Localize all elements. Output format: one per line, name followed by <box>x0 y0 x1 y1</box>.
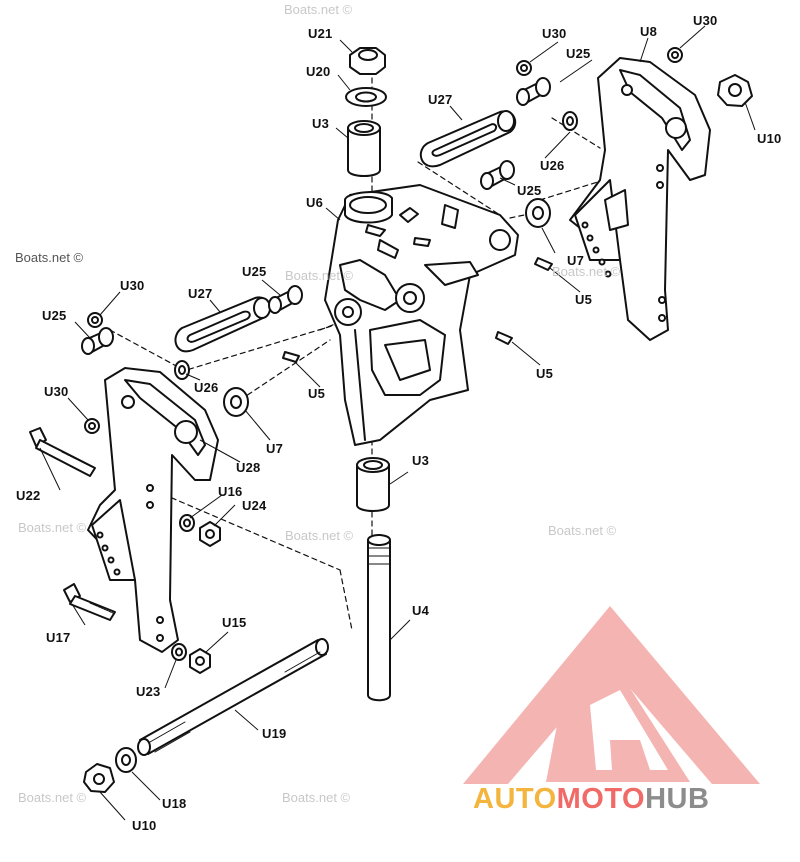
callout-u26-top: U26 <box>540 158 565 173</box>
nut-u10-right <box>717 74 753 107</box>
washer-u20 <box>345 87 387 107</box>
callout-u4: U4 <box>412 603 430 618</box>
bushing-u3-bottom <box>356 457 390 512</box>
callout-u8: U8 <box>640 24 658 39</box>
nut-u30-left2 <box>84 418 100 434</box>
watermark: Boats.net © <box>18 790 87 805</box>
nut-u24 <box>199 521 221 547</box>
callout-u3-bottom: U3 <box>412 453 430 468</box>
callout-u22: U22 <box>16 488 41 503</box>
callout-u7-right: U7 <box>567 253 585 268</box>
callout-u19: U19 <box>262 726 287 741</box>
washer-u18 <box>115 747 137 773</box>
nut-u10-bottom <box>83 763 115 793</box>
callout-u25-left: U25 <box>42 308 67 323</box>
callout-u30-left2: U30 <box>44 384 69 399</box>
watermark: Boats.net © <box>18 520 87 535</box>
nut-u15 <box>189 648 211 674</box>
callout-u18: U18 <box>162 796 187 811</box>
brand-wordmark: AUTOMOTOHUB <box>473 783 709 816</box>
nut-u16 <box>179 514 195 532</box>
washer-u7-left <box>223 387 249 417</box>
tilt-tube-u19 <box>137 638 329 756</box>
watermark: Boats.net © <box>552 264 621 279</box>
callout-u28: U28 <box>236 460 261 475</box>
callout-u30-top: U30 <box>542 26 567 41</box>
washer-u26-left <box>174 360 190 380</box>
callout-u20: U20 <box>306 64 331 79</box>
callout-u3-top: U3 <box>312 116 330 131</box>
clamp-bracket-u8 <box>569 57 711 341</box>
washer-u7-right <box>525 198 551 228</box>
watermark: Boats.net © <box>548 523 617 538</box>
brand-part-auto: AUTO <box>473 783 557 815</box>
callout-u25-top: U25 <box>566 46 591 61</box>
watermark: Boats.net © <box>15 250 84 265</box>
callout-u30-right: U30 <box>693 13 718 28</box>
callout-u5-mid: U5 <box>536 366 554 381</box>
callout-u5-left: U5 <box>308 386 326 401</box>
pin-u4 <box>367 534 391 702</box>
grease-fitting-u5-right <box>534 257 553 271</box>
bolt-u17 <box>63 583 116 621</box>
callout-u24: U24 <box>242 498 267 513</box>
bolt-u25-mid <box>480 160 515 190</box>
callout-u26-left: U26 <box>194 380 219 395</box>
nut-u30-left <box>87 312 103 328</box>
nut-u30-top <box>516 60 532 76</box>
brand-part-moto: MOTO <box>556 783 646 815</box>
bushing-u3-top <box>347 120 381 177</box>
callout-u25-left-top: U25 <box>242 264 267 279</box>
callout-u27-left: U27 <box>188 286 213 301</box>
bolt-u25-left <box>81 327 114 355</box>
bolt-u25-left-top <box>268 285 303 314</box>
watermark: Boats.net © <box>285 268 354 283</box>
callout-u7-left: U7 <box>266 441 284 456</box>
nut-u23 <box>171 643 187 661</box>
callout-u23: U23 <box>136 684 161 699</box>
nut-u21 <box>349 47 386 75</box>
watermark: Boats.net © <box>284 2 353 17</box>
link-arm-u27-top <box>419 110 517 168</box>
swivel-bracket-u6 <box>324 184 519 446</box>
callout-u6: U6 <box>306 195 324 210</box>
callout-u17: U17 <box>46 630 71 645</box>
callout-u27-top: U27 <box>428 92 453 107</box>
callout-u25-mid: U25 <box>517 183 542 198</box>
watermark: Boats.net © <box>285 528 354 543</box>
clamp-bracket-u28 <box>87 367 219 653</box>
callout-u30-left: U30 <box>120 278 145 293</box>
callout-u21: U21 <box>308 26 333 41</box>
washer-u26-top <box>562 111 578 131</box>
watermark: Boats.net © <box>282 790 351 805</box>
bolt-u22 <box>29 427 96 477</box>
callout-u15: U15 <box>222 615 247 630</box>
callout-u10-bottom: U10 <box>132 818 157 833</box>
callout-u16: U16 <box>218 484 243 499</box>
nut-u30-right <box>667 47 683 63</box>
bolt-u25-top <box>516 77 551 106</box>
link-arm-u27-left <box>174 296 271 353</box>
callout-lines <box>39 25 756 821</box>
brand-part-hub: HUB <box>645 783 710 815</box>
callout-u10-right: U10 <box>757 131 782 146</box>
brand-logo-mark <box>463 606 760 784</box>
callout-u5-right: U5 <box>575 292 593 307</box>
grease-fitting-u5-mid <box>495 331 513 345</box>
grease-fitting-u5-left <box>282 351 300 363</box>
